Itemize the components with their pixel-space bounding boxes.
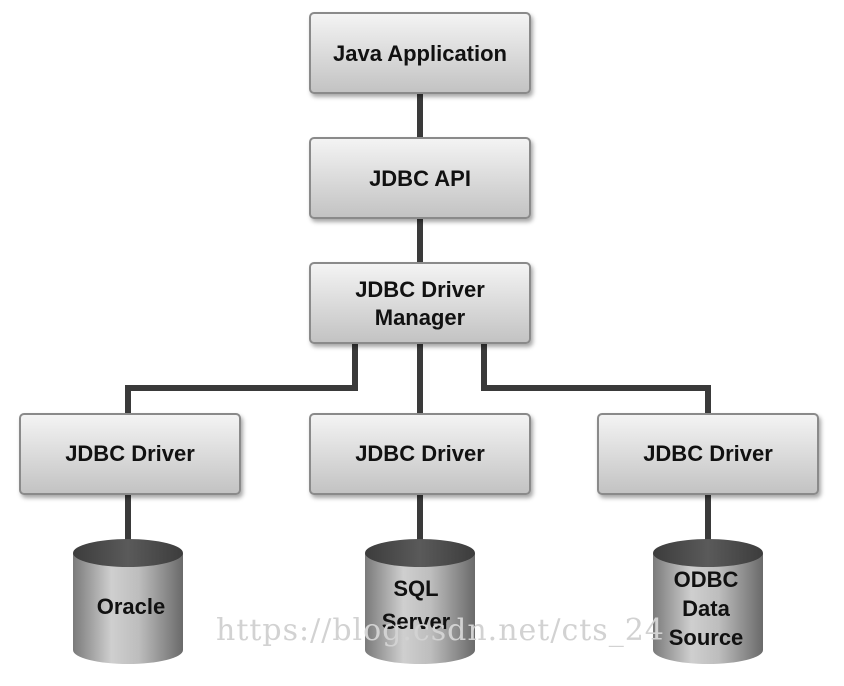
jdbc-driver-box-right: JDBC Driver: [597, 413, 819, 495]
jdbc-driver-manager-label-line1: JDBC Driver: [355, 277, 485, 302]
connectors: [125, 94, 711, 546]
odbc-label-line2: Data: [682, 596, 730, 621]
odbc-label-line3: Source: [669, 625, 744, 650]
java-application-label: Java Application: [333, 41, 507, 66]
jdbc-driver-box-center: JDBC Driver: [309, 413, 531, 495]
oracle-label: Oracle: [97, 594, 166, 619]
jdbc-driver-box-left: JDBC Driver: [19, 413, 241, 495]
jdbc-driver-right-label: JDBC Driver: [643, 441, 773, 466]
jdbc-driver-manager-box: JDBC Driver Manager: [309, 262, 531, 344]
sqlserver-label-line2: Server: [382, 609, 451, 634]
jdbc-api-label: JDBC API: [369, 166, 471, 191]
odbc-label-line1: ODBC: [674, 567, 739, 592]
sqlserver-database-cylinder: SQL Server: [365, 539, 475, 664]
sqlserver-label-line1: SQL: [393, 576, 438, 601]
jdbc-driver-center-label: JDBC Driver: [355, 441, 485, 466]
connector-manager-to-right-driver: [481, 344, 711, 415]
jdbc-driver-manager-label-line2: Manager: [375, 305, 466, 330]
java-application-box: Java Application: [309, 12, 531, 94]
oracle-database-cylinder: Oracle: [73, 539, 183, 664]
odbc-datasource-cylinder: ODBC Data Source: [653, 539, 763, 664]
watermark-url: https://blog.csdn.net/cts_24: [216, 613, 665, 648]
connector-manager-to-left-driver: [125, 344, 358, 415]
jdbc-api-box: JDBC API: [309, 137, 531, 219]
jdbc-driver-left-label: JDBC Driver: [65, 441, 195, 466]
